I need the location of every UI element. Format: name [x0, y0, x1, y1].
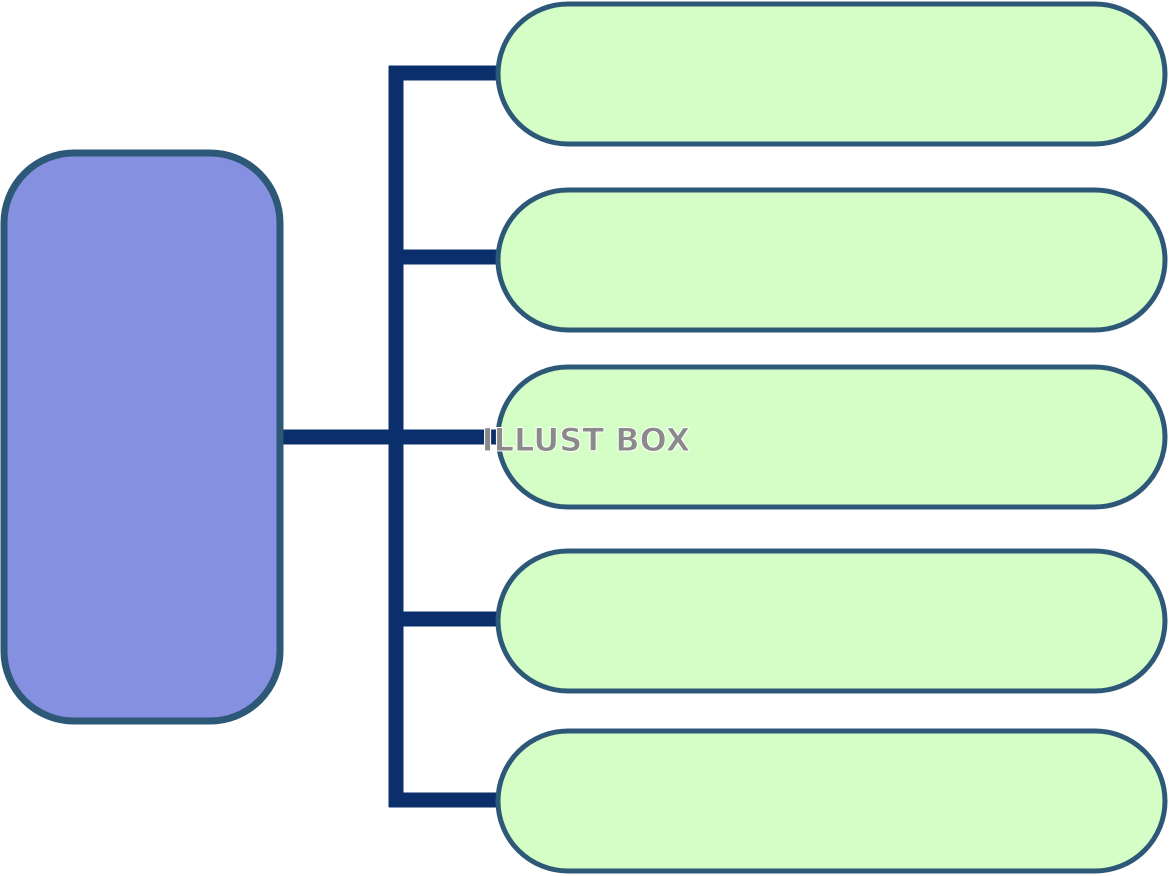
branch-node-5 — [495, 728, 1168, 874]
branch-node-1 — [495, 1, 1168, 147]
branch-node-3-box — [495, 364, 1168, 510]
connector-group — [282, 65, 498, 808]
branch-node-2 — [495, 187, 1168, 333]
watermark-text: ILLUST BOX — [482, 421, 691, 459]
root-node-box — [0, 149, 284, 725]
root-node — [0, 149, 284, 725]
branch-node-2-box — [495, 187, 1168, 333]
branch-node-1-box — [495, 1, 1168, 147]
branch-node-5-box — [495, 728, 1168, 874]
branch-node-3 — [495, 364, 1168, 510]
branch-node-4 — [495, 548, 1168, 694]
branch-node-4-box — [495, 548, 1168, 694]
